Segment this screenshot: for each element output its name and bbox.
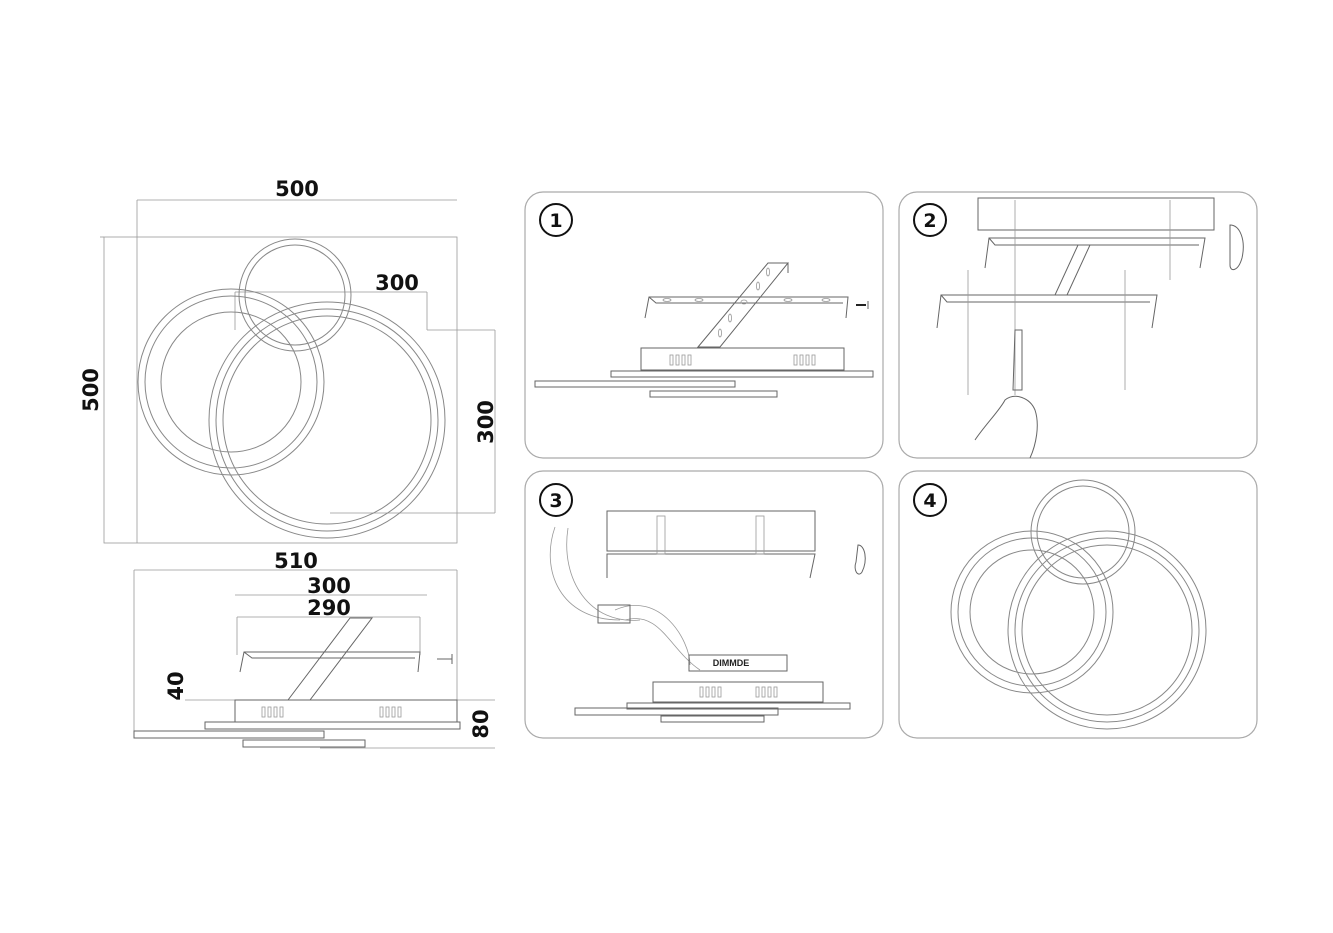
step-4-panel: 4 xyxy=(898,470,1258,739)
ring-small xyxy=(1030,479,1136,585)
dim-side-width: 510 xyxy=(274,549,318,573)
dim-inner-height: 300 xyxy=(474,400,498,444)
outline-box xyxy=(103,236,458,544)
ring-left xyxy=(137,288,325,476)
cover-cap xyxy=(1229,224,1244,271)
step-2-panel: 2 xyxy=(898,191,1258,459)
dim-inner-width: 300 xyxy=(375,271,419,295)
step-number: 2 xyxy=(923,210,936,232)
driver-label: DIMMDE xyxy=(713,658,750,668)
step-3-panel: 3 DIMMDE xyxy=(524,470,884,739)
front-view: 500 500 300 300 xyxy=(79,177,498,544)
dim-total-height: 80 xyxy=(469,709,493,738)
ring-left xyxy=(950,530,1114,694)
step-number: 3 xyxy=(549,490,562,512)
step-number: 4 xyxy=(923,490,936,512)
dim-bracket-width: 300 xyxy=(307,574,351,598)
ring-large xyxy=(1007,530,1207,730)
screwdriver-hand-icon xyxy=(974,329,1038,459)
ring-small xyxy=(238,238,352,352)
step-1-panel: 1 xyxy=(524,191,884,459)
screw-icon xyxy=(856,301,869,309)
ring-large xyxy=(208,301,446,539)
screw-icon xyxy=(437,654,453,664)
dim-bracket-height: 40 xyxy=(164,671,188,700)
step-number: 1 xyxy=(549,210,562,232)
dim-top-width: 500 xyxy=(275,177,319,201)
dim-left-height: 500 xyxy=(79,368,103,412)
side-view: 510 300 290 40 80 xyxy=(133,549,495,749)
ceiling xyxy=(977,197,1215,231)
terminal-block xyxy=(597,604,631,624)
driver-box xyxy=(688,654,788,672)
dim-bracket-inner: 290 xyxy=(307,596,351,620)
